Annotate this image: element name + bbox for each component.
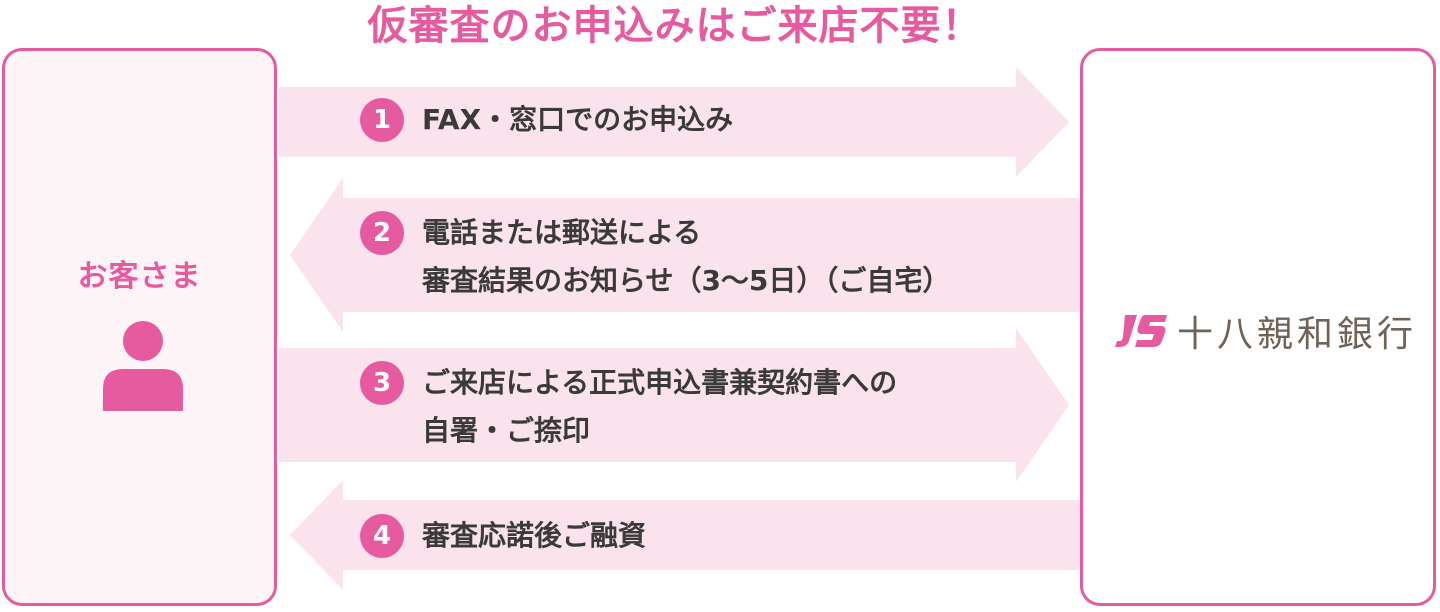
step-number-1: 1	[360, 98, 404, 142]
step-1: 1 FAX・窓口でのお申込み	[360, 98, 733, 144]
step-3-line-2: 自署・ご捺印	[422, 414, 591, 447]
step-text-4: 審査応諾後ご融資	[422, 512, 646, 560]
arrow-step-4	[290, 480, 1080, 590]
step-4-line-1: 審査応諾後ご融資	[422, 519, 647, 552]
step-3: 3 ご来店による正式申込書兼契約書への 自署・ご捺印	[360, 361, 897, 455]
step-text-1: FAX・窓口でのお申込み	[422, 96, 733, 144]
bank-logo-s	[1135, 315, 1167, 347]
step-number-4: 4	[360, 514, 404, 558]
step-4: 4 審査応諾後ご融資	[360, 514, 646, 560]
customer-panel: お客さま	[2, 48, 277, 606]
step-3-line-1: ご来店による正式申込書兼契約書への	[422, 366, 898, 399]
step-text-2: 電話または郵送による 審査結果のお知らせ（3〜5日）（ご自宅）	[422, 209, 950, 305]
bank-panel: 十八親和銀行	[1080, 48, 1436, 606]
bank-logo-j	[1115, 315, 1137, 347]
bank-logo: 十八親和銀行	[1113, 305, 1417, 357]
person-icon-head	[123, 321, 163, 361]
bank-name: 十八親和銀行	[1177, 314, 1418, 355]
person-icon-body	[103, 369, 183, 411]
step-2: 2 電話または郵送による 審査結果のお知らせ（3〜5日）（ご自宅）	[360, 211, 950, 305]
step-number-2: 2	[360, 211, 404, 255]
step-text-3: ご来店による正式申込書兼契約書への 自署・ご捺印	[422, 359, 897, 455]
arrow-step-2	[290, 178, 1080, 332]
step-2-line-1: 電話または郵送による	[422, 216, 702, 249]
customer-label: お客さま	[77, 259, 202, 294]
arrow-step-3	[279, 328, 1069, 482]
headline: 仮審査のお申込みはご来店不要！	[367, 3, 983, 49]
step-2-line-2: 審査結果のお知らせ（3〜5日）（ご自宅）	[422, 264, 951, 297]
person-icon	[103, 321, 183, 411]
step-number-3: 3	[360, 361, 404, 405]
arrow-step-1	[279, 67, 1069, 177]
bank-logo-mark-icon	[1115, 315, 1167, 347]
step-1-line-1: FAX・窓口でのお申込み	[422, 103, 734, 136]
